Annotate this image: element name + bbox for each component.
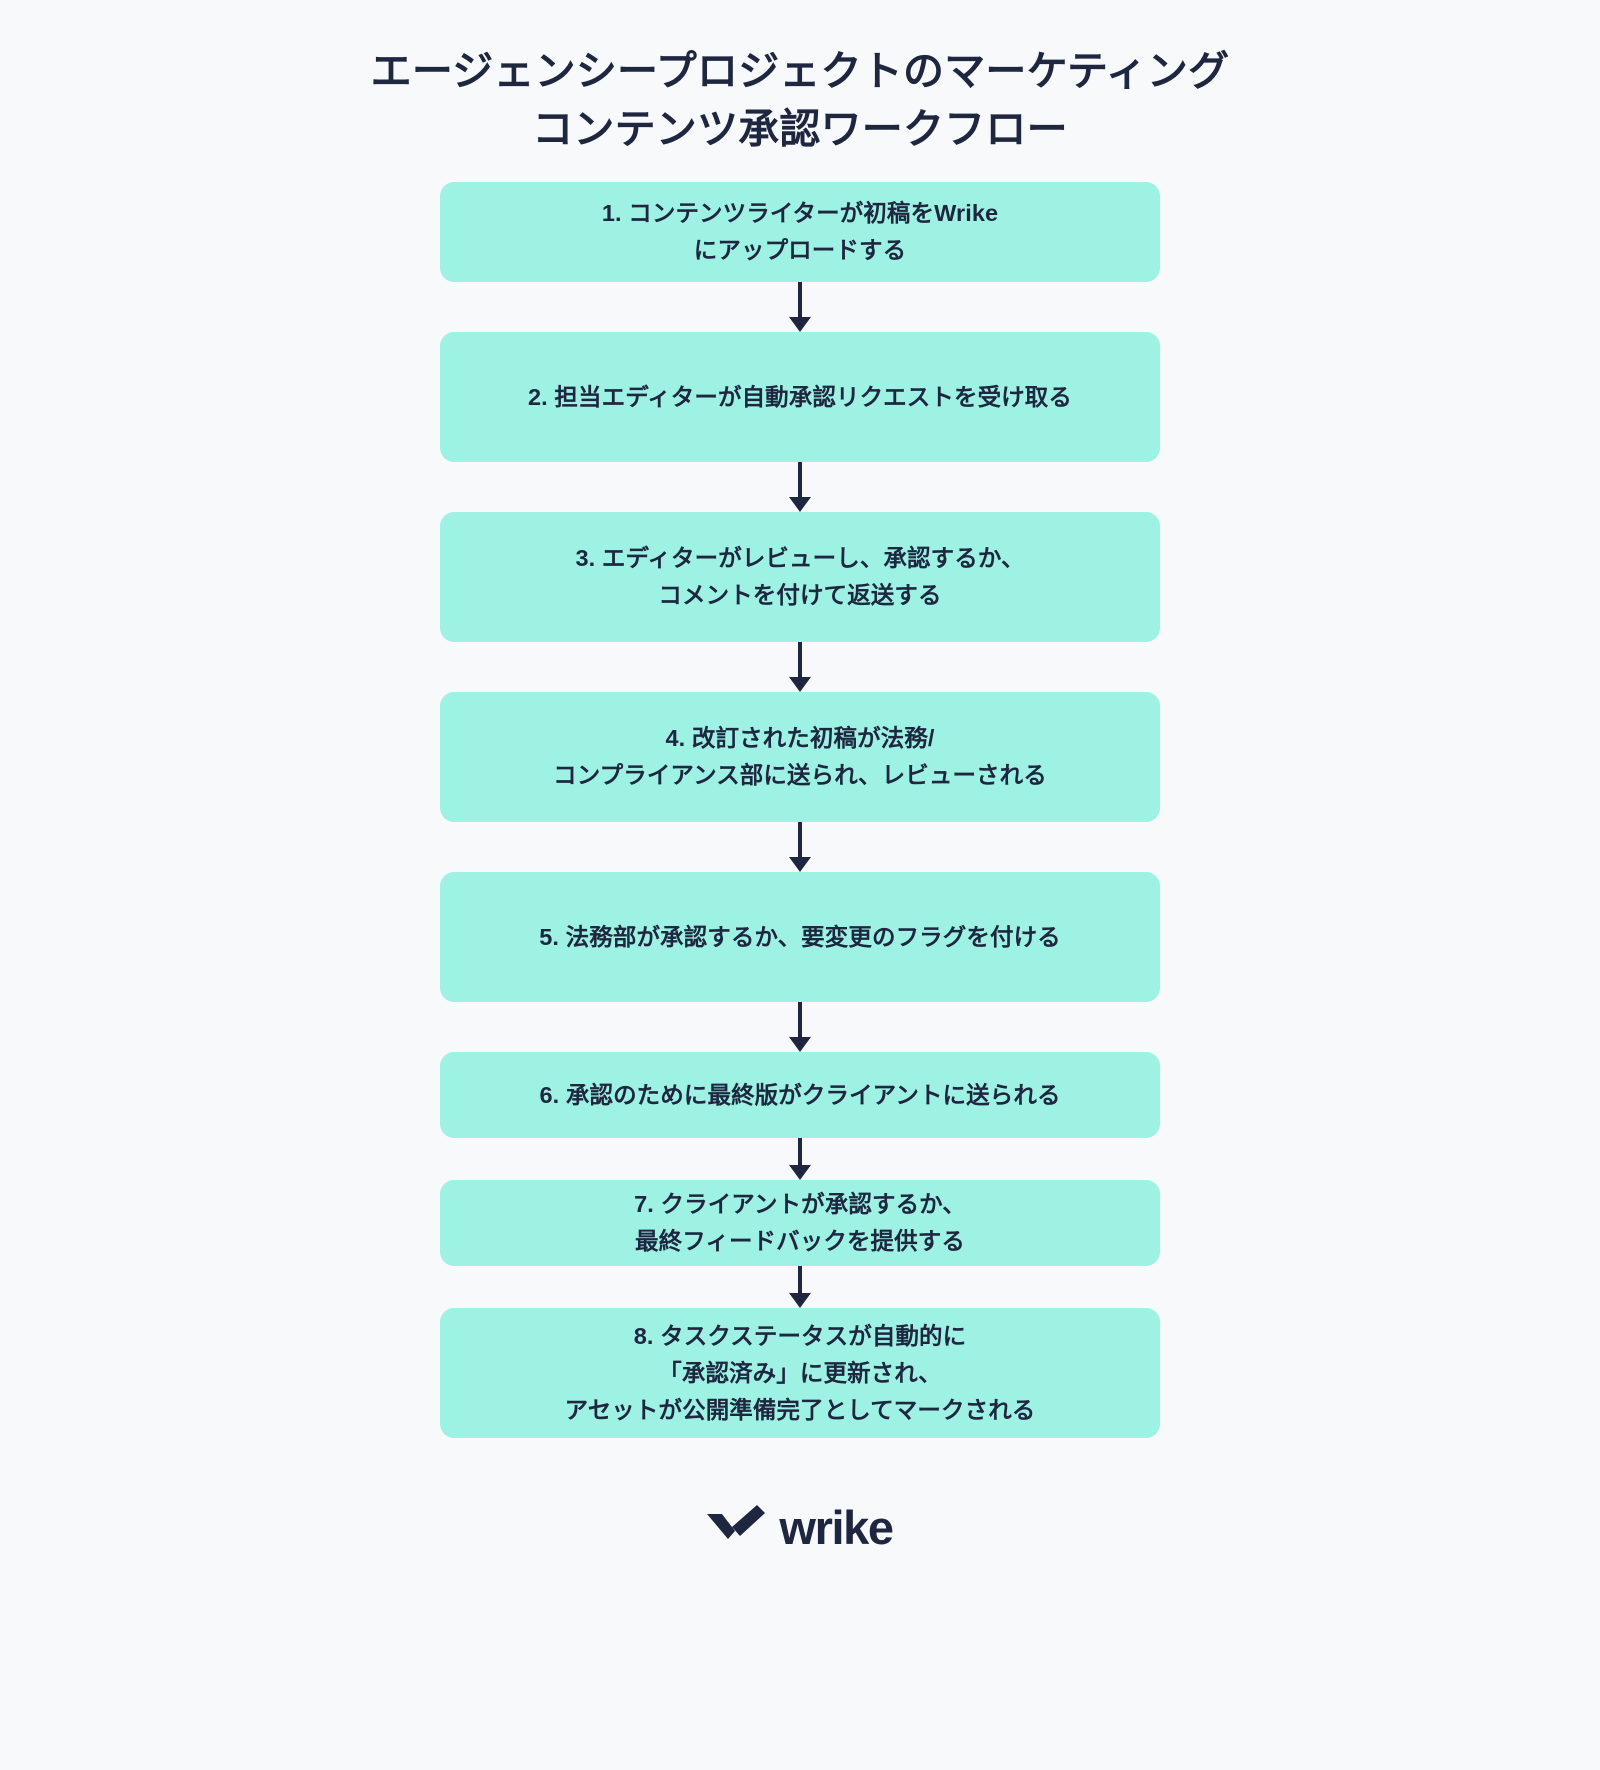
arrow-down-icon-7 xyxy=(789,1266,811,1309)
arrow-head xyxy=(789,497,811,513)
wrike-check-mark-icon xyxy=(707,1505,766,1550)
flow-step-5-label: 5. 法務部が承認するか、要変更のフラグを付ける xyxy=(539,923,1061,950)
flow-step-2-label: 2. 担当エディターが自動承認リクエストを受け取る xyxy=(528,383,1072,410)
flow-step-3-label: 3. エディターがレビューし、承認するか、 コメントを付けて返送する xyxy=(575,545,1025,609)
arrow-head xyxy=(789,1165,811,1181)
arrow-down-icon-5 xyxy=(789,1002,811,1053)
arrow-head xyxy=(789,677,811,693)
flow-step-8[interactable]: 8. タスクステータスが自動的に 「承認済み」に更新され、 アセットが公開準備完… xyxy=(440,1308,1160,1439)
flow-step-8-label: 8. タスクステータスが自動的に 「承認済み」に更新され、 アセットが公開準備完… xyxy=(564,1322,1036,1423)
wrike-wordmark: wrike xyxy=(779,1501,894,1555)
arrow-down-icon-6 xyxy=(789,1138,811,1181)
arrow-stem xyxy=(798,1138,802,1166)
flow-step-1-label: 1. コンテンツライターが初稿をWrike にアップロードする xyxy=(601,200,999,264)
flow-step-5[interactable]: 5. 法務部が承認するか、要変更のフラグを付ける xyxy=(440,872,1160,1003)
page-title: エージェンシープロジェクトのマーケティングコンテンツ承認ワークフロー xyxy=(370,48,1230,153)
arrow-head xyxy=(789,317,811,333)
arrow-stem xyxy=(798,462,802,498)
arrow-stem xyxy=(798,1002,802,1038)
arrow-down-icon-1 xyxy=(789,282,811,333)
flow-step-4-label: 4. 改訂された初稿が法務/ コンプライアンス部に送られ、レビューされる xyxy=(553,725,1047,789)
arrow-down-icon-4 xyxy=(789,822,811,873)
flow-step-7-label: 7. クライアントが承認するか、 最終フィードバックを提供する xyxy=(634,1191,966,1255)
arrow-stem xyxy=(798,642,802,678)
arrow-head xyxy=(789,1293,811,1309)
flow-step-6-label: 6. 承認のために最終版がクライアントに送られる xyxy=(539,1081,1061,1108)
flow-step-2[interactable]: 2. 担当エディターが自動承認リクエストを受け取る xyxy=(440,332,1160,463)
flow-step-7[interactable]: 7. クライアントが承認するか、 最終フィードバックを提供する xyxy=(440,1180,1160,1267)
arrow-head xyxy=(789,1037,811,1053)
arrow-stem xyxy=(798,822,802,858)
arrow-head xyxy=(789,857,811,873)
arrow-down-icon-2 xyxy=(789,462,811,513)
arrow-down-icon-3 xyxy=(789,642,811,693)
brand-footer: wrike xyxy=(707,1501,894,1555)
flow-step-3[interactable]: 3. エディターがレビューし、承認するか、 コメントを付けて返送する xyxy=(440,512,1160,643)
flow-step-1[interactable]: 1. コンテンツライターが初稿をWrike にアップロードする xyxy=(440,182,1160,283)
flow-step-6[interactable]: 6. 承認のために最終版がクライアントに送られる xyxy=(440,1052,1160,1139)
arrow-stem xyxy=(798,1266,802,1294)
flowchart: 1. コンテンツライターが初稿をWrike にアップロードする 2. 担当エディ… xyxy=(440,182,1160,1439)
flow-step-4[interactable]: 4. 改訂された初稿が法務/ コンプライアンス部に送られ、レビューされる xyxy=(440,692,1160,823)
arrow-stem xyxy=(798,282,802,318)
